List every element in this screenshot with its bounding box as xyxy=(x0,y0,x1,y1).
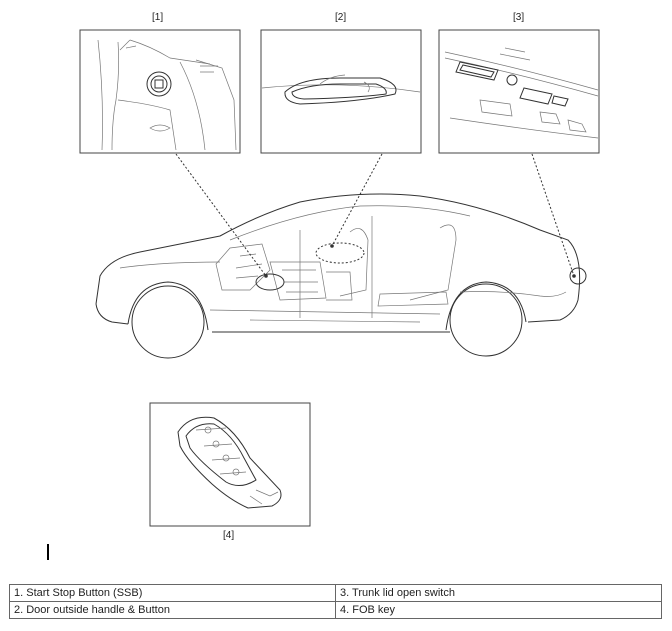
legend-row: 1. Start Stop Button (SSB) 3. Trunk lid … xyxy=(9,584,662,602)
legend-item-door-handle: 2. Door outside handle & Button xyxy=(9,601,336,619)
legend-item-trunk-lid-switch: 3. Trunk lid open switch xyxy=(335,584,662,602)
detail-trunk-lid-switch xyxy=(438,29,600,154)
text-cursor xyxy=(47,544,49,560)
callout-label-4: [4] xyxy=(223,530,235,541)
legend-table: 1. Start Stop Button (SSB) 3. Trunk lid … xyxy=(9,584,662,619)
system-location-diagram: .ln { fill: none; stroke: #333; stroke-w… xyxy=(79,29,600,527)
callout-label-2: [2] xyxy=(335,12,347,23)
detail-door-handle xyxy=(260,29,422,154)
legend-item-start-stop-button: 1. Start Stop Button (SSB) xyxy=(9,584,336,602)
detail-fob-key xyxy=(149,402,311,527)
legend-item-fob-key: 4. FOB key xyxy=(335,601,662,619)
detail-start-stop-button xyxy=(79,29,241,154)
leader-lines xyxy=(175,153,576,278)
callout-label-1: [1] xyxy=(152,12,164,23)
legend-row: 2. Door outside handle & Button 4. FOB k… xyxy=(9,601,662,619)
vehicle-side-view xyxy=(95,193,587,359)
callout-label-3: [3] xyxy=(513,12,525,23)
